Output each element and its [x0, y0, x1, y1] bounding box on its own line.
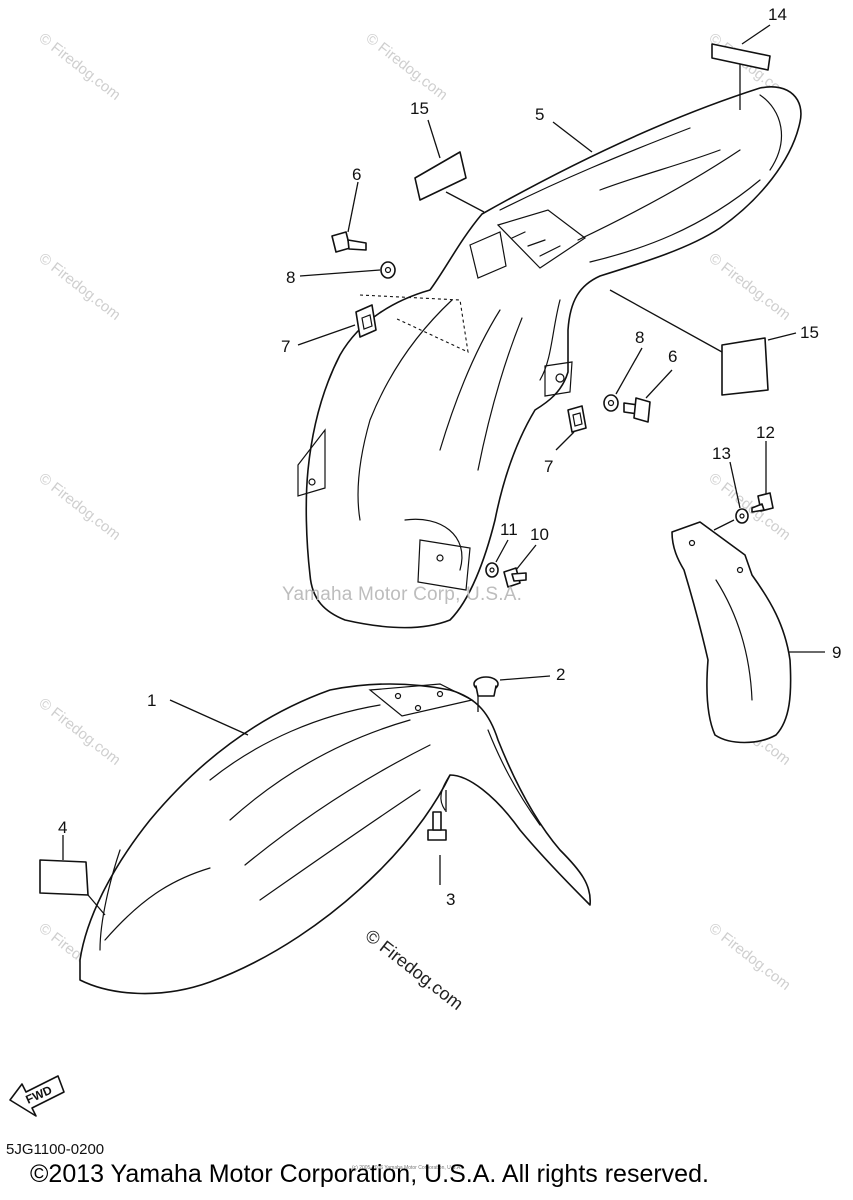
callout-11: 11 — [500, 520, 518, 539]
washer-icon — [735, 508, 749, 524]
mounting-area-outline — [359, 294, 469, 353]
bolt-icon — [427, 811, 447, 841]
bolt-icon — [623, 397, 651, 423]
decal-icon — [721, 337, 769, 396]
callout-2: 2 — [556, 665, 565, 684]
copyright-notice: ©2013 Yamaha Motor Corporation, U.S.A. A… — [30, 1160, 709, 1188]
callout-5: 5 — [535, 105, 544, 124]
callout-13: 13 — [712, 444, 731, 463]
washer-icon — [485, 562, 499, 578]
watermark-site: © Firedog.com — [36, 470, 124, 544]
bolt-icon — [331, 231, 367, 253]
watermark-site: © Firedog.com — [363, 30, 451, 104]
watermark-site: © Firedog.com — [706, 470, 794, 544]
callout-8-upper: 8 — [286, 268, 295, 287]
watermark-site: © Firedog.com — [36, 695, 124, 769]
washer-icon — [603, 394, 619, 412]
callout-15-upper: 15 — [410, 99, 429, 118]
bolt-icon — [503, 567, 527, 588]
watermark-site: © Firedog.com — [706, 920, 794, 994]
callout-10: 10 — [530, 525, 549, 544]
decal-icon — [39, 859, 89, 896]
callout-15-lower: 15 — [800, 323, 819, 342]
leader-lines — [62, 24, 825, 916]
nut-clip-icon — [355, 304, 377, 338]
callout-9: 9 — [832, 643, 841, 662]
decal-icon — [711, 43, 771, 71]
decal-icon — [414, 151, 467, 201]
watermark-site: © Firedog.com — [706, 250, 794, 324]
nut-clip-icon — [567, 405, 587, 433]
callout-7-upper: 7 — [281, 337, 290, 356]
grommet-icon — [473, 676, 499, 697]
firedog-watermark: © Firedog.com — [362, 925, 468, 1014]
washer-icon — [380, 261, 396, 279]
tiny-copyright: (c) 2005-2016 Yamaha Motor Corporation, … — [352, 1165, 462, 1171]
callout-4: 4 — [58, 818, 67, 837]
callout-6-upper: 6 — [352, 165, 361, 184]
front-fender — [79, 683, 591, 995]
callout-labels: 1 2 3 4 5 6 6 7 7 8 8 9 10 11 12 13 14 1… — [58, 5, 841, 909]
watermark-site: © Firedog.com — [36, 250, 124, 324]
rear-fender — [297, 86, 802, 629]
watermark-site: © Firedog.com — [36, 30, 124, 104]
center-watermark: Yamaha Motor Corp, U.S.A. — [282, 584, 523, 605]
callout-3: 3 — [446, 890, 455, 909]
drawing-code: 5JG1100-0200 — [6, 1141, 105, 1158]
callout-12: 12 — [756, 423, 775, 442]
callout-7-lower: 7 — [544, 457, 553, 476]
callout-8-lower: 8 — [635, 328, 644, 347]
callout-6-lower: 6 — [668, 347, 677, 366]
callout-1: 1 — [147, 691, 156, 710]
screw-icon — [751, 492, 774, 513]
mud-flap — [671, 521, 792, 744]
callout-14: 14 — [768, 5, 787, 24]
fwd-arrow-icon: FWD — [9, 1075, 65, 1117]
